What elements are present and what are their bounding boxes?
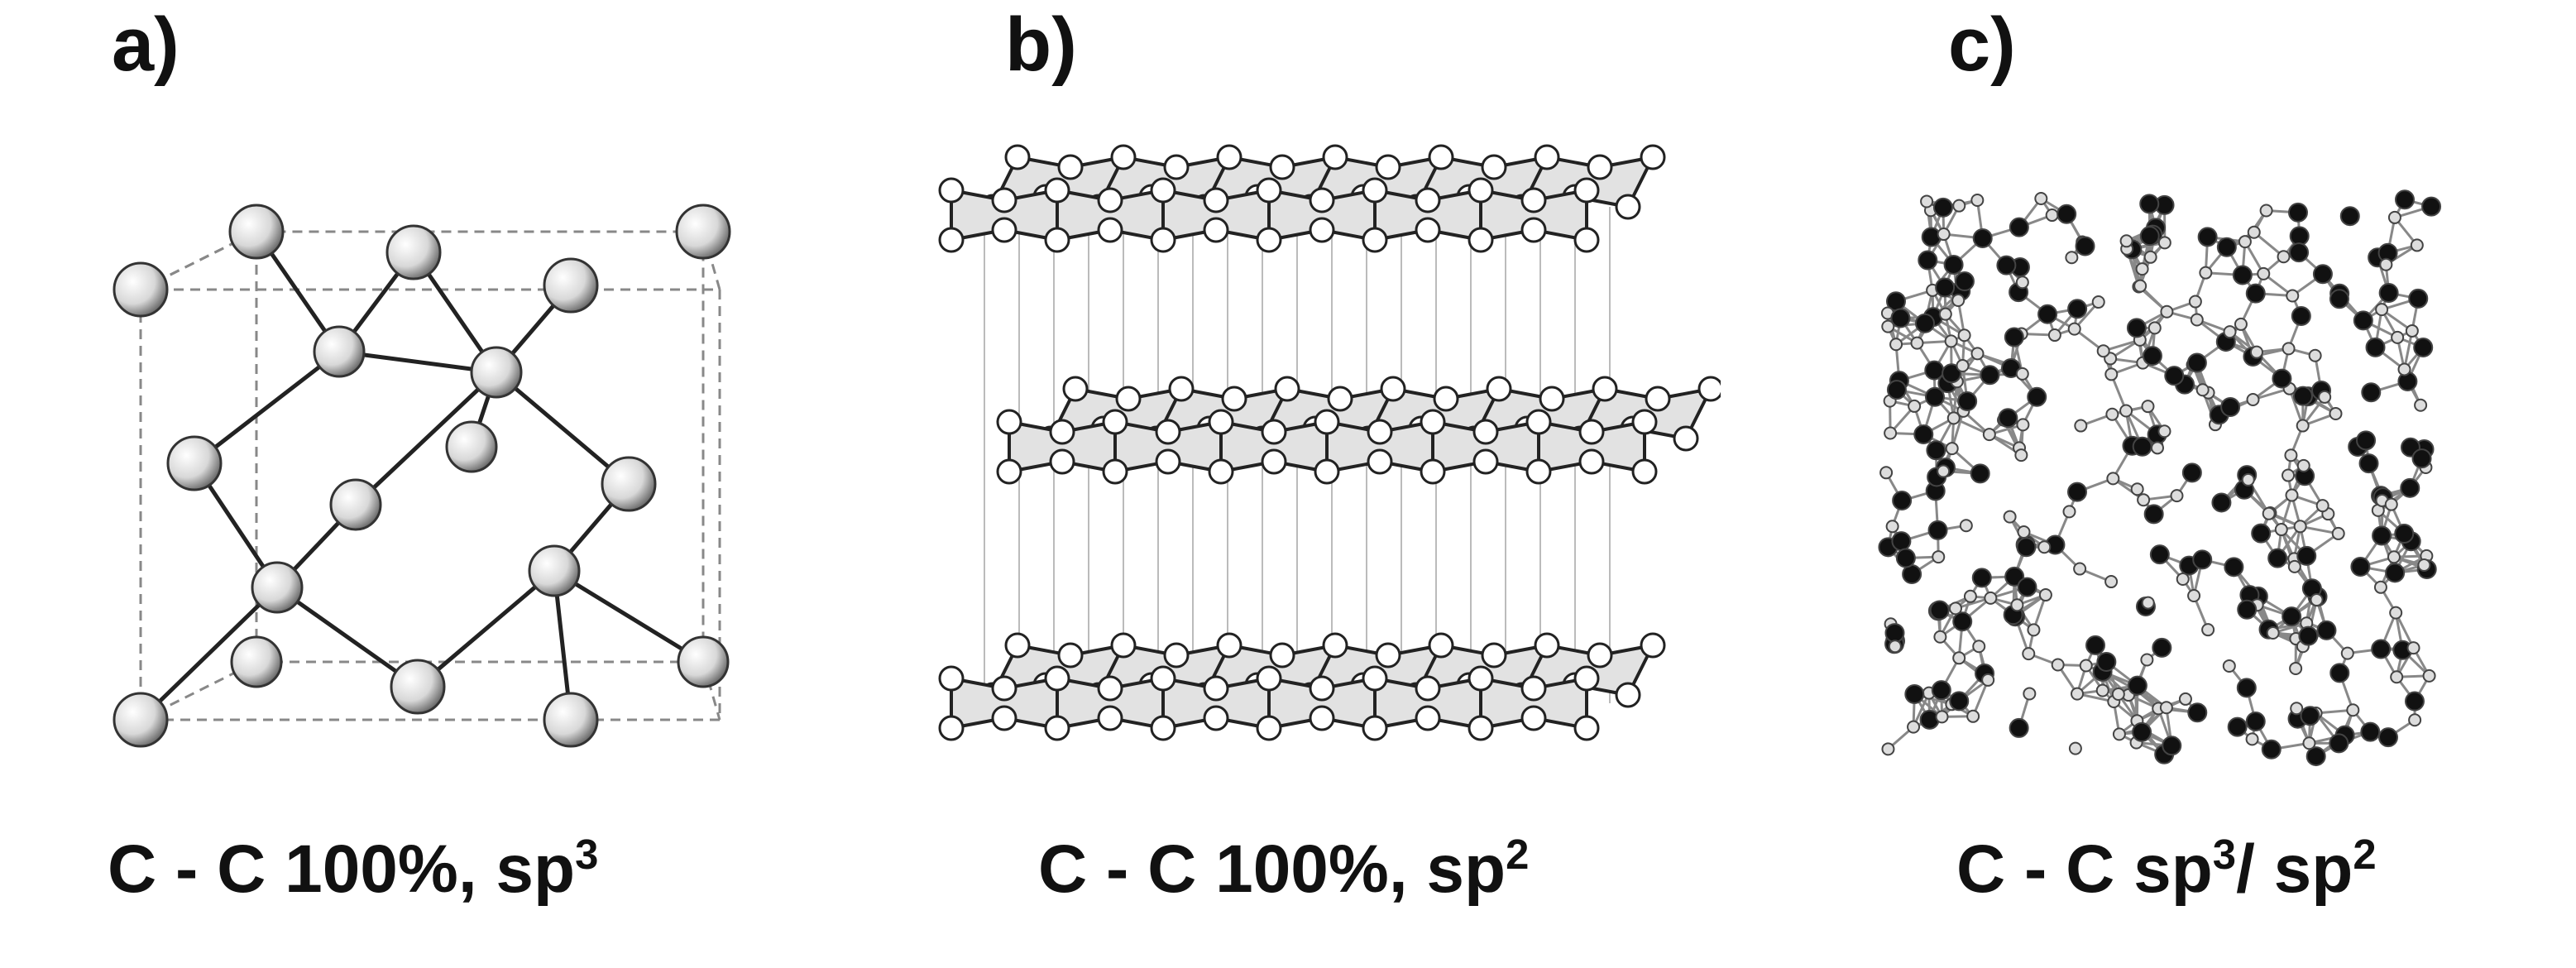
caption-c: C - C sp3/ sp2 (1956, 831, 2377, 907)
panel-amorphous: c) C - C sp3/ sp2 (1721, 0, 2576, 968)
panel-diamond: a) (0, 0, 860, 968)
panel-label-a: a) (112, 2, 180, 87)
caption-a: C - C 100%, sp3 (108, 831, 599, 907)
panel-graphite: b) C - C 100%, sp2 (860, 0, 1721, 968)
caption-b: C - C 100%, sp2 (1038, 831, 1530, 907)
panel-label-b: b) (1005, 2, 1077, 87)
diamond-structure (113, 204, 731, 748)
graphite-structure (938, 144, 1721, 741)
panel-label-c: c) (1948, 2, 2016, 87)
amorphous-carbon-structure (1878, 189, 2442, 767)
